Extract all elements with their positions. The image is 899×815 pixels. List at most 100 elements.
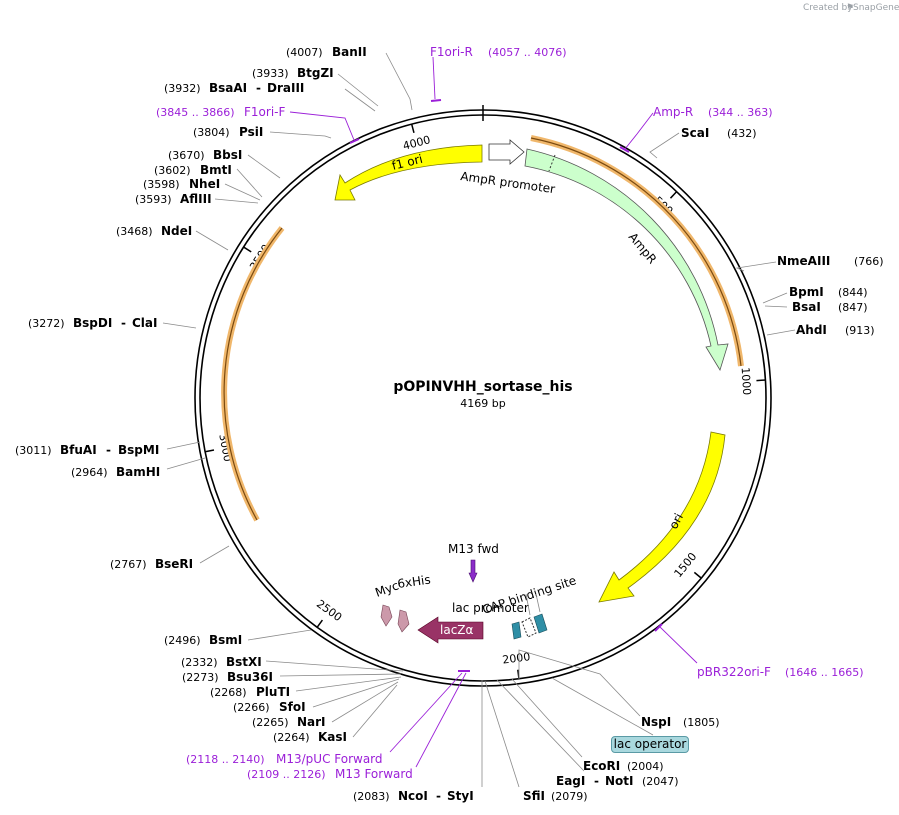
bseri-name: BseRI — [155, 557, 193, 571]
pbr322-lead — [659, 626, 698, 664]
6xhis-label: 6xHis — [396, 572, 431, 591]
snapgene-logo: ⚑ — [846, 3, 854, 13]
amp-r-range: (344 .. 363) — [708, 106, 773, 119]
bfuai-pos: (3011) — [15, 444, 52, 457]
bsu36i-pos: (2273) — [182, 671, 219, 684]
bseri-pos: (2767) — [110, 558, 147, 571]
bsaai-sep: - — [256, 81, 261, 95]
lac-promoter-label: lac promoter — [452, 601, 529, 615]
myc-label: Myc — [373, 578, 400, 599]
feature-ampr — [524, 148, 729, 371]
bsmi-pos: (2496) — [164, 634, 201, 647]
pbr322-range: (1646 .. 1665) — [785, 666, 864, 679]
tick-label-1500: 1500 — [672, 550, 700, 580]
bstxi-name: BstXI — [226, 655, 262, 669]
bspdi-pos: (3272) — [28, 317, 65, 330]
ampr-promoter-label: AmpR promoter — [460, 169, 556, 196]
tick-label-2000: 2000 — [502, 650, 531, 666]
lac-operator-label: lac operator — [613, 737, 687, 751]
primer-mark-amp-r — [619, 146, 630, 153]
tick-mark-1500 — [693, 571, 702, 579]
primer-mark-f1ori-r — [430, 99, 442, 102]
nmeaiii-name: NmeAIII — [777, 254, 830, 268]
ecori-pos: (2004) — [627, 760, 664, 773]
lac-operator-box: lac operator — [611, 736, 689, 753]
bamhi-pos: (2964) — [71, 466, 108, 479]
afliii-pos: (3593) — [135, 193, 172, 206]
tick-mark-4000 — [410, 123, 415, 134]
tick-mark-1000 — [756, 379, 766, 382]
m13-fwd-label: M13 fwd — [448, 542, 499, 556]
snapgene-brand: SnapGene — [853, 3, 899, 13]
btgzi-name: BtgZI — [297, 66, 334, 80]
primer-mark-f1ori-f — [349, 138, 360, 144]
clai-name: ClaI — [132, 316, 157, 330]
lacza-label: lacZα — [440, 623, 474, 637]
banii-name: BanII — [332, 45, 367, 59]
btgzi-pos: (3933) — [252, 67, 289, 80]
cap-site-lead — [535, 593, 541, 613]
feature-lac-promoter — [521, 617, 537, 638]
f1ori-r-lead — [432, 56, 436, 100]
sfoi-pos: (2266) — [233, 701, 270, 714]
psii-name: PsiI — [239, 125, 263, 139]
bbsi-name: BbsI — [213, 148, 242, 162]
bbsi-pos: (3670) — [168, 149, 205, 162]
bsmi-name: BsmI — [209, 633, 242, 647]
m13-puc-name: M13/pUC Forward — [276, 752, 383, 766]
tick-label-4000: 4000 — [401, 133, 431, 153]
nhei-pos: (3598) — [143, 178, 180, 191]
ncoi-sep: - — [436, 789, 441, 803]
primer-mark-pbr322 — [654, 623, 663, 632]
feature-6xhis — [397, 609, 410, 633]
nspi-pos: (1805) — [683, 716, 720, 729]
ndei-name: NdeI — [161, 224, 192, 238]
bmti-name: BmtI — [200, 163, 232, 177]
scai-name: ScaI — [681, 126, 709, 140]
ahdi-pos: (913) — [845, 324, 875, 337]
plasmid-length: 4169 bp — [460, 397, 505, 410]
nspi-name: NspI — [641, 715, 671, 729]
nari-name: NarI — [297, 715, 326, 729]
bsaai-pos: (3932) — [164, 82, 201, 95]
eagi-pos: (2047) — [642, 775, 679, 788]
bsaai-name: BsaAI — [209, 81, 247, 95]
pbr322-name: pBR322ori-F — [697, 665, 771, 679]
ahdi-name: AhdI — [796, 323, 827, 337]
ampr-boundary — [548, 154, 556, 172]
enzyme-leads — [162, 52, 796, 788]
enzyme-labels: (4007) BanII (3933) BtgZI (3932) BsaAI -… — [15, 45, 884, 803]
feature-myc — [380, 604, 393, 627]
sfii-pos: (2079) — [551, 790, 588, 803]
banii-pos: (4007) — [286, 46, 323, 59]
f1ori-r-name: F1ori-R — [430, 45, 473, 59]
f1ori-f-name: F1ori-F — [244, 105, 285, 119]
f1ori-f-lead — [289, 111, 355, 141]
feature-ampr-promoter — [488, 139, 525, 165]
bpmi-name: BpmI — [789, 285, 824, 299]
tick-label-1000: 1000 — [739, 367, 754, 396]
amp-r-name: Amp-R — [653, 105, 693, 119]
bpmi-pos: (844) — [838, 286, 868, 299]
bamhi-name: BamHI — [116, 465, 160, 479]
eagi-name: EagI — [556, 774, 585, 788]
feature-f1-ori — [334, 144, 483, 201]
feature-ori — [598, 431, 726, 603]
highlight-arc-ampr-line — [530, 137, 742, 367]
f1ori-f-range: (3845 .. 3866) — [156, 106, 235, 119]
plasmid-name: pOPINVHH_sortase_his — [393, 379, 572, 395]
f1ori-r-range: (4057 .. 4076) — [488, 46, 567, 59]
ecori-name: EcoRI — [583, 759, 620, 773]
bspdi-sep: - — [121, 316, 126, 330]
created-by-label: Created by — [803, 3, 853, 13]
sfoi-name: SfoI — [279, 700, 306, 714]
bfuai-name: BfuAI — [60, 443, 97, 457]
eagi-sep: - — [594, 774, 599, 788]
kasi-name: KasI — [318, 730, 347, 744]
styi-name: StyI — [447, 789, 474, 803]
psii-pos: (3804) — [193, 126, 230, 139]
nmeaiii-pos: (766) — [854, 255, 884, 268]
ncoi-pos: (2083) — [353, 790, 390, 803]
feature-m13-fwd — [468, 559, 478, 583]
tick-mark-3500 — [243, 246, 252, 253]
